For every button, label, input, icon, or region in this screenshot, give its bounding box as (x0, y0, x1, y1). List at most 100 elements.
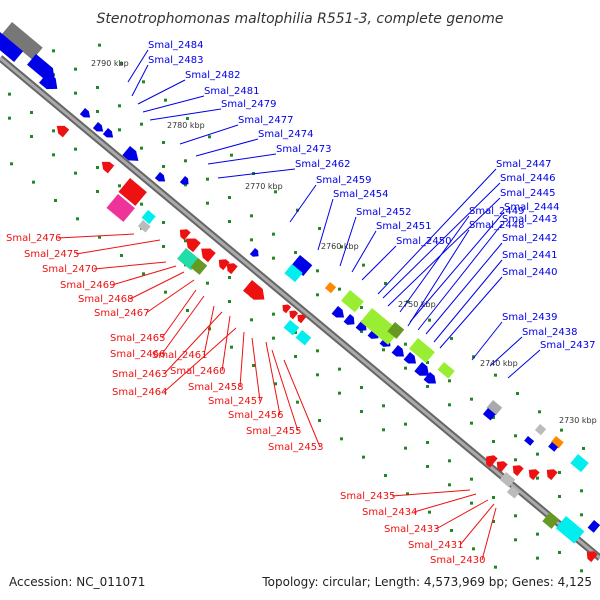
track-dot (316, 269, 319, 273)
reverse-gene (243, 280, 265, 300)
pink-block (106, 194, 135, 222)
upper-leader-line (471, 321, 503, 361)
track-dot (162, 140, 165, 144)
track-dot (140, 122, 143, 126)
ruler-label: 2780 kbp (167, 121, 205, 130)
lower-gene-label: Smal_2435 (340, 491, 395, 502)
forward-gene-shape (391, 345, 405, 357)
track-dot (472, 355, 475, 359)
track-dot (404, 342, 407, 346)
gray-block (1, 22, 43, 60)
gray-block-shape (499, 472, 516, 488)
forward-gene-shape (102, 128, 114, 138)
cyan-block (295, 330, 312, 346)
reverse-gene-shape (201, 248, 216, 263)
forward-gene-shape (548, 441, 559, 452)
reverse-gene (101, 161, 115, 174)
track-dot (272, 256, 275, 260)
lower-leader-line (283, 359, 321, 448)
track-dot (120, 61, 123, 65)
lower-gene-label: Smal_2453 (268, 442, 323, 453)
forward-gene-shape (122, 146, 139, 161)
lime-block (360, 308, 400, 345)
track-dot (536, 556, 539, 560)
upper-gene-label: Smal_2462 (295, 159, 350, 170)
track-dot (250, 214, 253, 218)
track-dot (580, 489, 583, 493)
upper-leader-line (382, 182, 501, 299)
reverse-gene-shape (101, 161, 115, 174)
reverse-gene (586, 551, 598, 563)
upper-gene-label: Smal_2484 (148, 40, 203, 51)
forward-gene (403, 352, 417, 364)
upper-gene-label: Smal_2474 (258, 129, 313, 140)
track-dot (318, 226, 321, 230)
genome-backbone (0, 55, 600, 561)
lower-leader-line (163, 311, 223, 375)
upper-leader-line (361, 245, 397, 281)
upper-gene-label: Smal_2483 (148, 55, 203, 66)
upper-leader-line (289, 184, 317, 223)
track-dot (184, 183, 187, 187)
track-dot (472, 547, 475, 551)
reverse-gene-shape (486, 455, 498, 468)
ruler-label: 2770 kbp (245, 182, 283, 191)
upper-gene-label: Smal_2444 (504, 202, 559, 213)
track-dot (470, 501, 473, 505)
lower-leader-line (459, 503, 495, 546)
track-dot (228, 195, 231, 199)
upper-gene-label: Smal_2459 (316, 175, 371, 186)
cyan-block (141, 210, 156, 225)
upper-leader-line (433, 259, 503, 343)
track-dot (8, 116, 11, 120)
upper-gene-label: Smal_2451 (376, 221, 431, 232)
track-dot (426, 440, 429, 444)
lower-gene-label: Smal_2465 (110, 333, 165, 344)
track-dot (228, 275, 231, 279)
lower-gene-label: Smal_2457 (208, 396, 263, 407)
upper-gene-label: Smal_2448 (469, 220, 524, 231)
gray-block-shape (486, 399, 503, 416)
track-dot (448, 483, 451, 487)
lower-leader-line (221, 315, 231, 372)
track-dot (580, 569, 583, 573)
track-dot (492, 415, 495, 419)
lower-gene-label: Smal_2463 (112, 369, 167, 380)
ruler-label: 2760 kbp (321, 242, 359, 251)
cyan-block-shape (570, 453, 589, 473)
lower-leader-line (481, 507, 497, 561)
cyan-block (570, 453, 589, 473)
lower-leader-line (93, 261, 167, 270)
gray-block (499, 472, 516, 488)
lower-gene-label: Smal_2476 (6, 233, 61, 244)
ruler-label: 2740 kbp (480, 359, 518, 368)
track-dot (470, 397, 473, 401)
track-dot (184, 159, 187, 163)
accession-text: Accession: NC_011071 (9, 575, 145, 589)
lower-gene-label: Smal_2464 (112, 387, 167, 398)
track-dot (338, 391, 341, 395)
lower-leader-line (203, 305, 215, 356)
track-dot (120, 253, 123, 257)
reverse-gene-shape (118, 178, 147, 206)
lime-block-shape (341, 290, 364, 313)
forward-gene-shape (403, 352, 417, 364)
track-dot (338, 367, 341, 371)
track-dot (536, 532, 539, 536)
reverse-gene (201, 248, 216, 263)
olive-block-shape (542, 511, 560, 529)
forward-gene-shape (249, 248, 259, 257)
lower-leader-line (265, 341, 281, 416)
track-dot (250, 318, 253, 322)
lower-gene-label: Smal_2468 (78, 294, 133, 305)
track-dot (448, 379, 451, 383)
track-dot (98, 235, 101, 239)
track-dot (450, 528, 453, 532)
track-dot (558, 550, 561, 554)
upper-gene-label: Smal_2447 (496, 159, 551, 170)
track-dot (360, 329, 363, 333)
gray-block-shape (137, 220, 151, 233)
track-dot (582, 446, 585, 450)
upper-leader-line (417, 223, 503, 331)
track-dot (162, 220, 165, 224)
